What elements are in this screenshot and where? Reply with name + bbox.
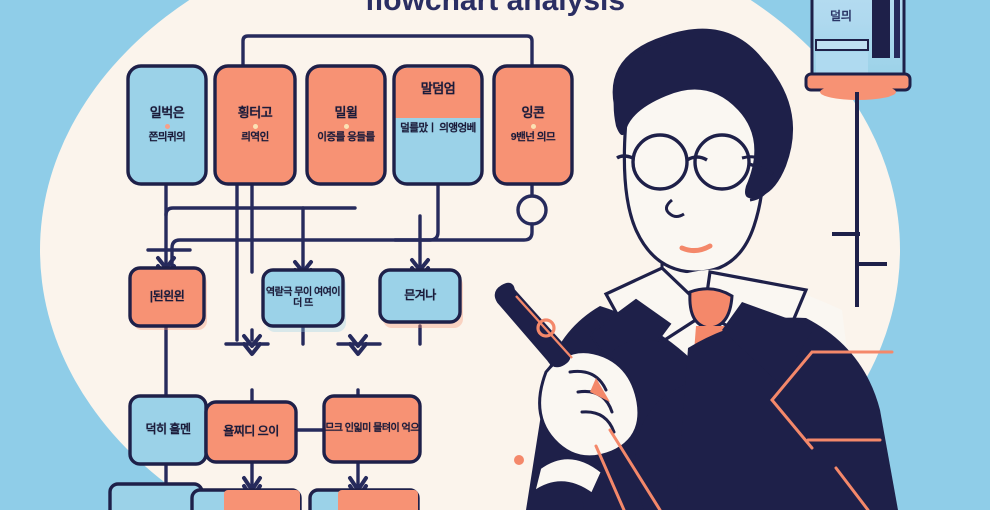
chart-stand <box>804 0 912 307</box>
flow-node-n5[interactable] <box>492 64 574 186</box>
flow-node-l2[interactable] <box>204 400 298 464</box>
mouth <box>679 243 713 254</box>
flow-connectors <box>146 34 548 488</box>
flow-node-n1[interactable] <box>126 64 208 186</box>
pen <box>494 282 610 402</box>
flow-node-n3[interactable] <box>305 64 387 186</box>
suit-right <box>676 317 898 510</box>
lapel-right <box>722 302 814 384</box>
hair-front <box>613 37 794 199</box>
flow-node-b1[interactable] <box>108 482 204 510</box>
cuff <box>531 456 604 496</box>
person-figure <box>494 28 898 510</box>
glasses-icon <box>616 133 774 191</box>
suit-accent-lines <box>594 350 894 510</box>
suit-button <box>514 455 524 465</box>
tie-knot <box>688 287 734 330</box>
flow-node-l3[interactable] <box>322 394 422 464</box>
flow-node-m3[interactable] <box>378 268 462 324</box>
flow-node-n2[interactable] <box>213 64 297 186</box>
flow-node-b4[interactable] <box>338 490 418 510</box>
flow-node-m1[interactable] <box>128 266 206 328</box>
flow-node-l1[interactable] <box>128 394 208 466</box>
flow-node-m2[interactable] <box>261 268 345 328</box>
flow-node-n4[interactable] <box>392 64 484 186</box>
flow-node-b2[interactable] <box>224 490 300 510</box>
page-title: flowchart analysis <box>365 0 625 17</box>
nose <box>665 198 685 218</box>
